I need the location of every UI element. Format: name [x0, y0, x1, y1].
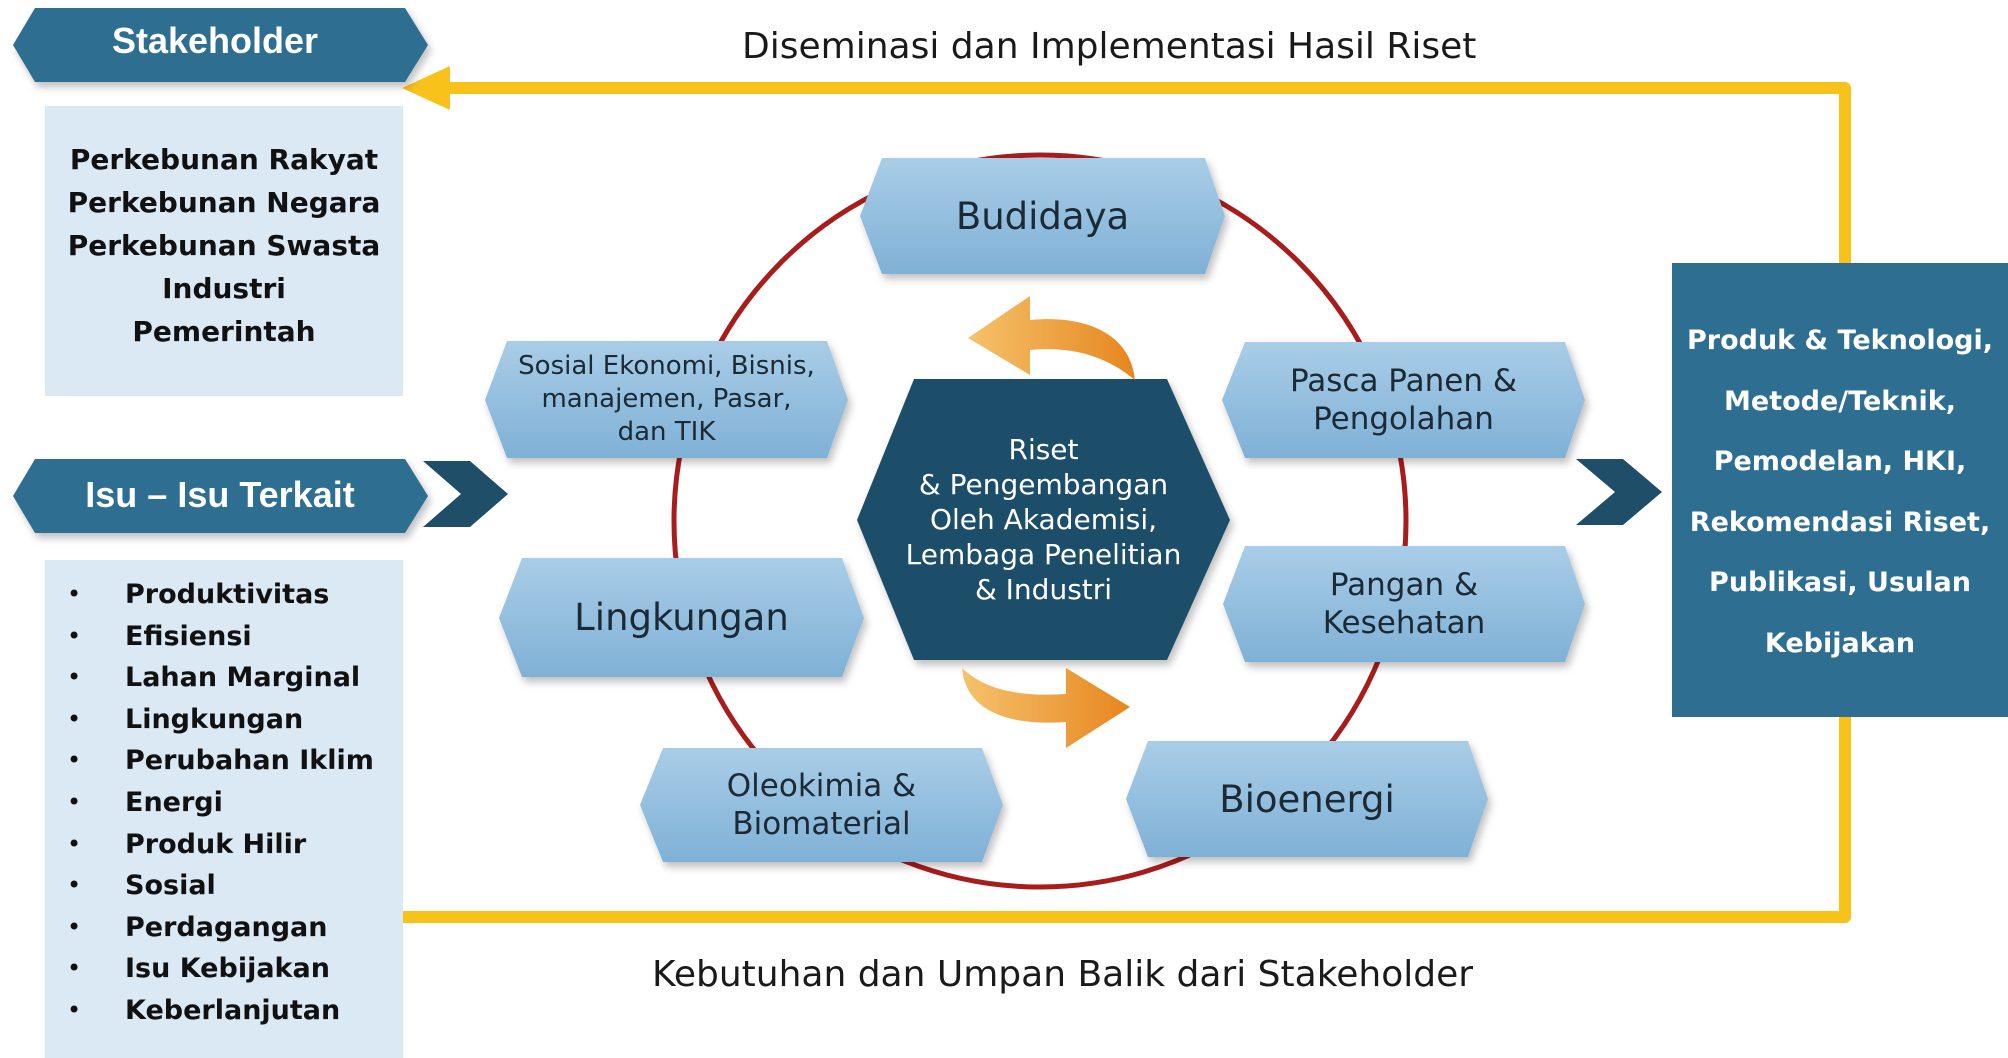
issue-item: Perdagangan	[45, 907, 403, 949]
node-sosial-label: dan TIK	[617, 417, 716, 447]
issue-item: Lahan Marginal	[45, 657, 403, 699]
stakeholder-item: Perkebunan Rakyat	[69, 143, 379, 176]
node-lingkungan-label: Lingkungan	[574, 596, 789, 639]
center-line: & Industri	[974, 573, 1113, 606]
center-research-label: Riset & Pengembangan Oleh Akademisi, Lem…	[857, 379, 1230, 660]
node-pangan: Pangan & Kesehatan	[1223, 546, 1585, 662]
issue-item: Produk Hilir	[45, 824, 403, 866]
center-line: Lembaga Penelitian	[905, 538, 1182, 571]
stakeholder-item: Pemerintah	[132, 315, 316, 348]
issues-title: Isu – Isu Terkait	[85, 474, 355, 515]
node-budidaya-shape	[860, 158, 1225, 274]
node-bioenergi-shape	[1126, 741, 1488, 857]
node-budidaya-label: Budidaya	[955, 194, 1130, 238]
output-line: Metode/Teknik,	[1724, 385, 1956, 417]
issues-ribbon	[13, 459, 428, 533]
outputs-panel: Produk & Teknologi, Metode/Teknik, Pemod…	[1672, 263, 2008, 717]
node-pasca-panen-shape	[1222, 342, 1585, 458]
stakeholder-ribbon	[13, 8, 428, 82]
stakeholder-panel: Perkebunan Rakyat Perkebunan Negara Perk…	[45, 106, 403, 396]
node-pangan-label: Pangan &	[1329, 567, 1479, 603]
issue-item: Efisiensi	[45, 616, 403, 658]
issue-item: Produktivitas	[45, 574, 403, 616]
feedback-flow-line	[403, 717, 1851, 923]
dissemination-caption: Diseminasi dan Implementasi Hasil Riset	[742, 26, 1477, 67]
issue-item: Lingkungan	[45, 699, 403, 741]
node-pangan-shape	[1223, 546, 1585, 662]
issues-list: Produktivitas Efisiensi Lahan Marginal L…	[45, 560, 403, 1032]
chevron-right-icon	[423, 461, 508, 527]
node-sosial-label: Sosial Ekonomi, Bisnis,	[518, 351, 815, 381]
node-sosial-label: manajemen, Pasar,	[541, 384, 792, 414]
node-bioenergi-label: Bioenergi	[1219, 777, 1395, 821]
stakeholder-title: Stakeholder	[111, 20, 319, 61]
issue-item: Keberlanjutan	[45, 990, 403, 1032]
output-line: Pemodelan, HKI,	[1713, 446, 1967, 477]
issue-item: Perubahan Iklim	[45, 740, 403, 782]
node-pasca-panen: Pasca Panen & Pengolahan	[1222, 342, 1585, 458]
node-pasca-panen-label: Pasca Panen &	[1289, 363, 1518, 399]
node-lingkungan-shape	[499, 558, 864, 677]
stakeholder-item: Industri	[162, 272, 286, 305]
issue-item: Isu Kebijakan	[45, 948, 403, 990]
output-line: Publikasi, Usulan	[1709, 567, 1971, 598]
output-line: Kebijakan	[1764, 627, 1916, 659]
cycle-ring	[671, 152, 1409, 890]
node-shapes	[485, 158, 1585, 862]
output-line: Produk & Teknologi,	[1686, 325, 1994, 356]
node-sosial: Sosial Ekonomi, Bisnis, manajemen, Pasar…	[485, 341, 848, 458]
curved-arrow-right-icon	[962, 668, 1130, 748]
feedback-caption: Kebutuhan dan Umpan Balik dari Stakehold…	[652, 954, 1474, 995]
center-line: Oleh Akademisi,	[929, 503, 1158, 536]
node-budidaya: Budidaya	[860, 158, 1225, 274]
node-pangan-label: Kesehatan	[1322, 605, 1486, 641]
curved-arrow-left-icon	[968, 296, 1135, 380]
stakeholder-item: Perkebunan Swasta	[67, 229, 381, 262]
center-line: & Pengembangan	[918, 468, 1169, 501]
node-oleokimia-shape	[640, 748, 1003, 862]
stakeholder-item: Perkebunan Negara	[67, 186, 381, 219]
node-pasca-panen-label: Pengolahan	[1313, 401, 1494, 437]
node-lingkungan: Lingkungan	[499, 558, 864, 677]
node-bioenergi: Bioenergi	[1126, 741, 1488, 857]
output-line: Rekomendasi Riset,	[1689, 506, 1991, 538]
node-sosial-shape	[485, 341, 848, 458]
node-oleokimia-label: Biomaterial	[732, 806, 911, 842]
node-oleokimia-label: Oleokimia &	[726, 768, 917, 804]
center-line: Riset	[1008, 433, 1079, 466]
issues-panel: Produktivitas Efisiensi Lahan Marginal L…	[45, 560, 403, 1058]
issue-item: Energi	[45, 782, 403, 824]
chevron-right-icon	[1576, 459, 1662, 525]
dissemination-flow-line	[440, 82, 1851, 272]
node-oleokimia: Oleokimia & Biomaterial	[640, 748, 1003, 862]
center-hexagon	[857, 379, 1230, 660]
issue-item: Sosial	[45, 865, 403, 907]
dissemination-arrowhead	[402, 66, 450, 110]
